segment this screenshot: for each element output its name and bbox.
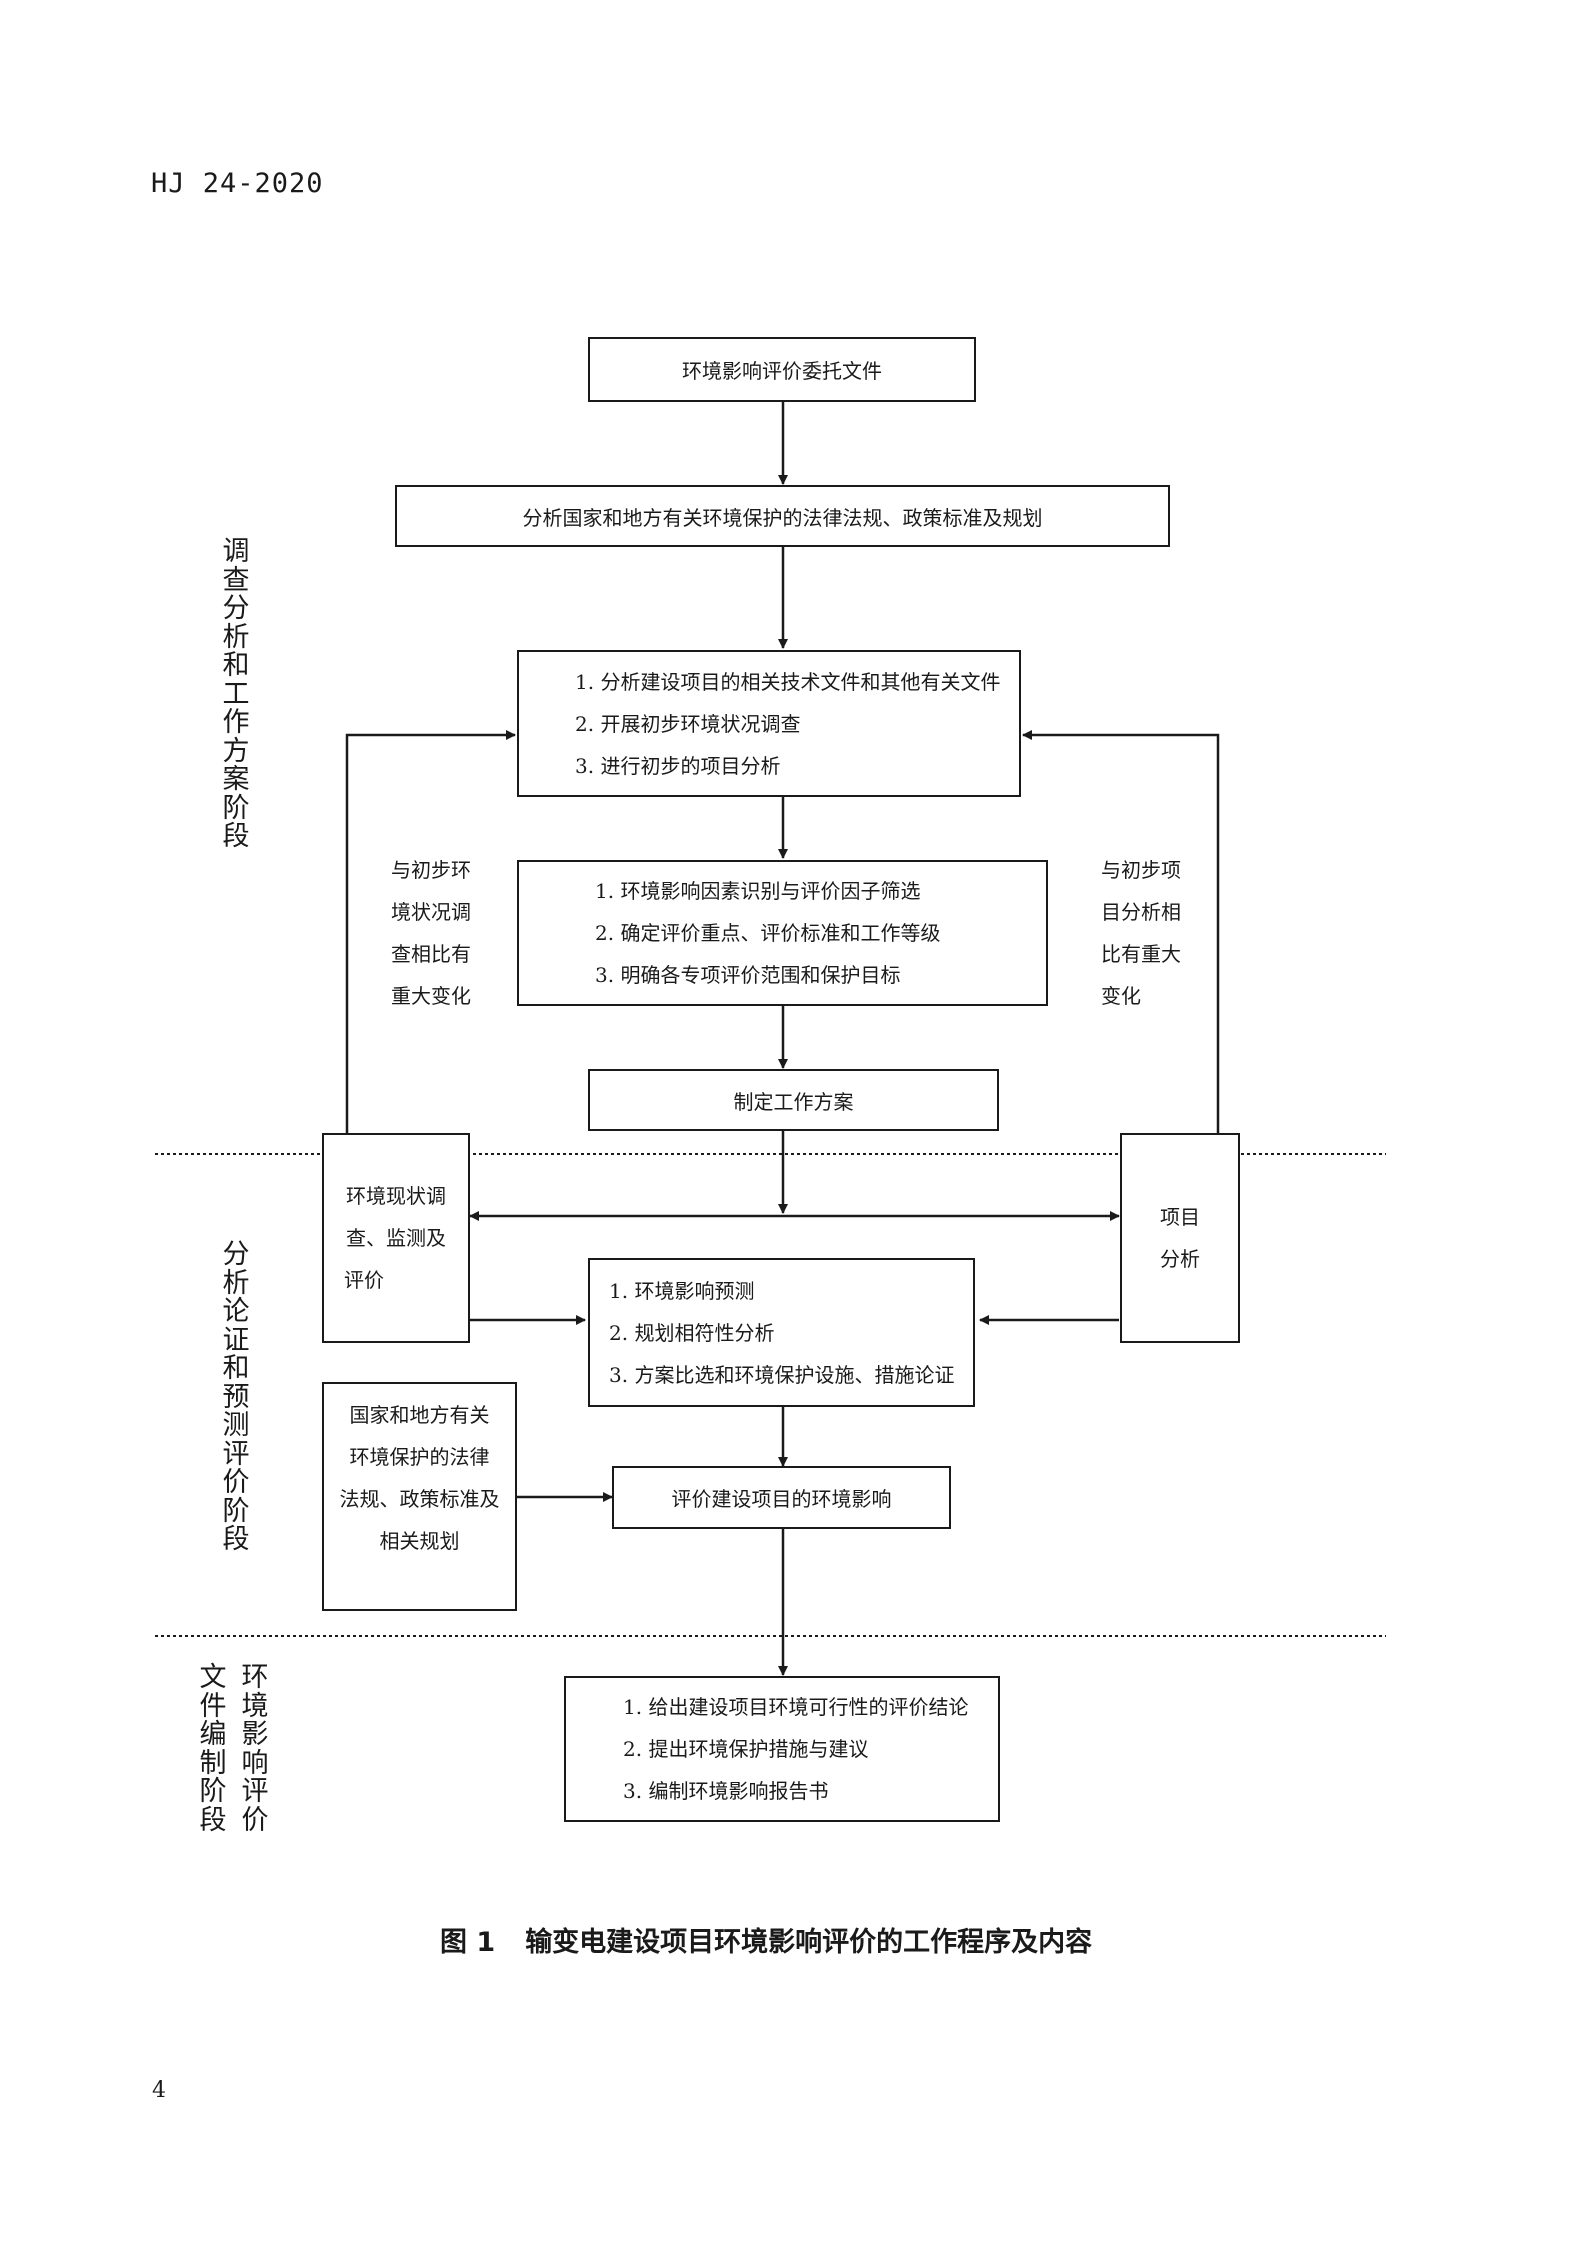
commission-text: 环境影响评价委托文件: [682, 359, 882, 383]
project-analysis-box: 项目 分析: [1120, 1133, 1240, 1343]
regulations-text: 分析国家和地方有关环境保护的法律法规、政策标准及规划: [522, 505, 1043, 530]
national-rules-line: 法规、政策标准及: [339, 1486, 500, 1511]
document-code: HJ 24-2020: [151, 168, 324, 199]
feedback-right-line: 目分析相: [1101, 900, 1181, 924]
conclusion-item-3: 3. 编制环境影响报告书: [623, 1779, 829, 1803]
analysis-item-2: 2. 开展初步环境状况调查: [575, 711, 801, 736]
screening-item-3: 3. 明确各专项评价范围和保护目标: [595, 963, 901, 987]
stage-label-document-left: 文件编制阶段: [199, 1662, 227, 1836]
evaluate-box: 评价建设项目的环境影响: [612, 1466, 951, 1529]
national-rules-line: 相关规划: [379, 1528, 460, 1553]
conclusion-item-1: 1. 给出建设项目环境可行性的评价结论: [623, 1695, 969, 1719]
page-number: 4: [152, 2078, 166, 2103]
stage-label-survey: 调查分析和工作方案阶段: [222, 536, 250, 852]
analysis-box: 1. 分析建设项目的相关技术文件和其他有关文件 2. 开展初步环境状况调查 3.…: [517, 650, 1021, 797]
evaluate-text: 评价建设项目的环境影响: [671, 1487, 892, 1511]
feedback-left-line: 境状况调: [391, 900, 471, 924]
national-rules-line: 国家和地方有关: [349, 1402, 490, 1427]
feedback-loop-left: [345, 730, 516, 1133]
feedback-left-line: 查相比有: [391, 942, 471, 966]
env-survey-line: 评价: [344, 1268, 384, 1292]
national-rules-line: 环境保护的法律: [349, 1444, 490, 1469]
prediction-item-3: 3. 方案比选和环境保护设施、措施论证: [609, 1362, 955, 1387]
screening-box: 1. 环境影响因素识别与评价因子筛选 2. 确定评价重点、评价标准和工作等级 3…: [517, 860, 1048, 1006]
feedback-right-line: 变化: [1101, 984, 1141, 1008]
figure-title: 输变电建设项目环境影响评价的工作程序及内容: [525, 1927, 1093, 1958]
screening-item-2: 2. 确定评价重点、评价标准和工作等级: [595, 921, 941, 945]
work-plan-box: 制定工作方案: [588, 1069, 999, 1131]
feedback-label-right: 与初步项 目分析相 比有重大 变化: [1101, 849, 1181, 1017]
stage-label-document-right: 环境影响评价: [241, 1662, 269, 1836]
regulations-box: 分析国家和地方有关环境保护的法律法规、政策标准及规划: [395, 485, 1170, 547]
project-analysis-line: 分析: [1160, 1247, 1200, 1271]
commission-box: 环境影响评价委托文件: [588, 337, 976, 402]
national-rules-box: 国家和地方有关 环境保护的法律 法规、政策标准及 相关规划: [322, 1382, 517, 1611]
analysis-item-3: 3. 进行初步的项目分析: [575, 753, 781, 778]
env-survey-box: 环境现状调 查、监测及 评价: [322, 1133, 470, 1343]
screening-item-1: 1. 环境影响因素识别与评价因子筛选: [595, 879, 921, 903]
conclusion-box: 1. 给出建设项目环境可行性的评价结论 2. 提出环境保护措施与建议 3. 编制…: [564, 1676, 1000, 1822]
prediction-box: 1. 环境影响预测 2. 规划相符性分析 3. 方案比选和环境保护设施、措施论证: [588, 1258, 975, 1407]
feedback-left-line: 重大变化: [391, 984, 471, 1008]
feedback-right-line: 与初步项: [1101, 858, 1181, 882]
figure-number: 图 1: [440, 1927, 496, 1958]
feedback-right-line: 比有重大: [1101, 942, 1181, 966]
work-plan-text: 制定工作方案: [733, 1089, 854, 1114]
env-survey-line: 环境现状调: [346, 1184, 446, 1208]
figure-caption: 图 1 输变电建设项目环境影响评价的工作程序及内容: [440, 1920, 1092, 1959]
feedback-loop-right: [1022, 730, 1220, 1133]
env-survey-line: 查、监测及: [346, 1226, 446, 1250]
conclusion-item-2: 2. 提出环境保护措施与建议: [623, 1737, 869, 1761]
feedback-left-line: 与初步环: [391, 858, 471, 882]
feedback-label-left: 与初步环 境状况调 查相比有 重大变化: [391, 849, 471, 1017]
prediction-item-1: 1. 环境影响预测: [609, 1278, 755, 1303]
stage-label-prediction: 分析论证和预测评价阶段: [222, 1239, 250, 1555]
prediction-item-2: 2. 规划相符性分析: [609, 1320, 775, 1345]
project-analysis-line: 项目: [1160, 1205, 1200, 1229]
analysis-item-1: 1. 分析建设项目的相关技术文件和其他有关文件: [575, 669, 1001, 694]
